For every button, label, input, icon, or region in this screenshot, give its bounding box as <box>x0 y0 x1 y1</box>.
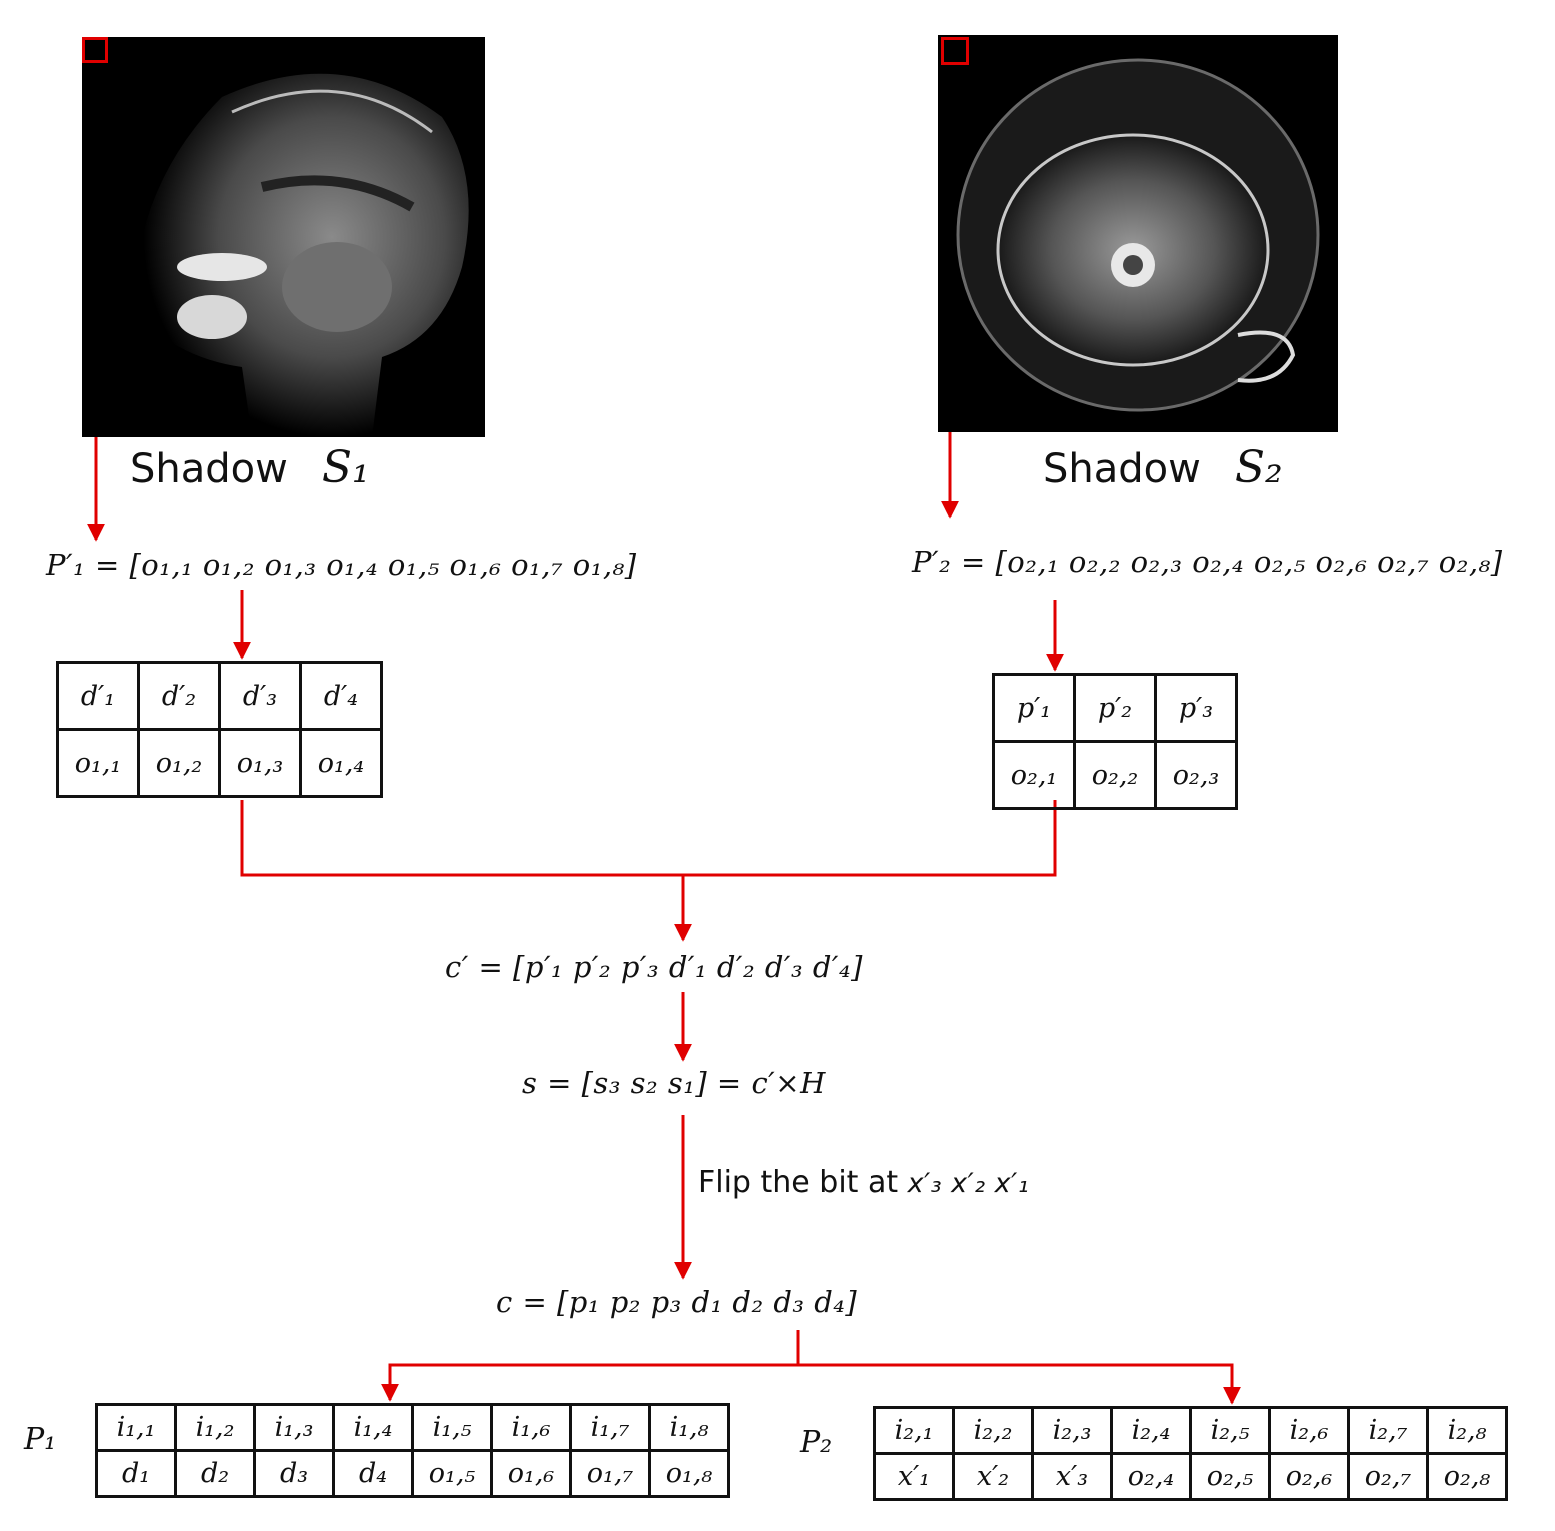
table-cell: i₂,₆ <box>1268 1406 1350 1455</box>
shadow1-image <box>82 37 485 437</box>
table-p-prime-top-row: p′₁ p′₂ p′₃ <box>992 673 1238 743</box>
table-cell: x′₁ <box>873 1452 955 1501</box>
flip-note: Flip the bit at x′₃ x′₂ x′₁ <box>698 1165 1029 1200</box>
table-cell: o₁,₂ <box>137 728 221 798</box>
shadow2-image <box>938 35 1338 432</box>
table-P2-top-row: i₂,₁ i₂,₂ i₂,₃ i₂,₄ i₂,₅ i₂,₆ i₂,₇ i₂,₈ <box>873 1406 1508 1455</box>
table-P2: i₂,₁ i₂,₂ i₂,₃ i₂,₄ i₂,₅ i₂,₆ i₂,₇ i₂,₈ … <box>873 1406 1508 1501</box>
table-P1: i₁,₁ i₁,₂ i₁,₃ i₁,₄ i₁,₅ i₁,₆ i₁,₇ i₁,₈ … <box>95 1403 730 1498</box>
table-cell: o₂,₁ <box>992 740 1076 810</box>
table-cell: i₂,₃ <box>1031 1406 1113 1455</box>
selection-box-s1 <box>82 37 108 63</box>
flip-note-text: Flip the bit at <box>698 1165 899 1200</box>
p1-label: P₁ <box>24 1422 57 1457</box>
split-line-right <box>798 1363 1241 1405</box>
p2-prime-equation: P′₂ = [o₂,₁ o₂,₂ o₂,₃ o₂,₄ o₂,₅ o₂,₆ o₂,… <box>912 545 1503 579</box>
table-cell: i₁,₁ <box>95 1403 177 1452</box>
table-cell: d′₂ <box>137 661 221 731</box>
table-cell: x′₃ <box>1031 1452 1113 1501</box>
table-d-prime-bottom-row: o₁,₁ o₁,₂ o₁,₃ o₁,₄ <box>56 728 383 798</box>
shadow2-caption: Shadow S₂ <box>1043 442 1283 493</box>
p2-label: P₂ <box>800 1425 833 1460</box>
table-cell: i₂,₄ <box>1110 1406 1192 1455</box>
table-cell: d₂ <box>174 1449 256 1498</box>
table-P1-bottom-row: d₁ d₂ d₃ d₄ o₁,₅ o₁,₆ o₁,₇ o₁,₈ <box>95 1449 730 1498</box>
table-P1-top-row: i₁,₁ i₁,₂ i₁,₃ i₁,₄ i₁,₅ i₁,₆ i₁,₇ i₁,₈ <box>95 1403 730 1452</box>
table-cell: o₂,₅ <box>1189 1452 1271 1501</box>
table-cell: d₄ <box>332 1449 414 1498</box>
table-cell: o₂,₄ <box>1110 1452 1192 1501</box>
table-cell: i₁,₆ <box>490 1403 572 1452</box>
table-cell: o₁,₁ <box>56 728 140 798</box>
table-d-prime: d′₁ d′₂ d′₃ d′₄ o₁,₁ o₁,₂ o₁,₃ o₁,₄ <box>56 661 383 798</box>
table-cell: o₂,₆ <box>1268 1452 1350 1501</box>
split-line <box>381 1330 800 1402</box>
table-cell: o₂,₈ <box>1426 1452 1508 1501</box>
syndrome-equation: s = [s₃ s₂ s₁] = c′×H <box>522 1066 826 1100</box>
c-prime-equation: c′ = [p′₁ p′₂ p′₃ d′₁ d′₂ d′₃ d′₄] <box>445 950 863 984</box>
codeword-equation: c = [p₁ p₂ p₃ d₁ d₂ d₃ d₄] <box>496 1285 858 1319</box>
table-cell: o₂,₃ <box>1154 740 1238 810</box>
table-cell: d′₄ <box>299 661 383 731</box>
table-cell: i₁,₈ <box>648 1403 730 1452</box>
shadow1-label: Shadow <box>130 446 288 492</box>
shadow2-symbol: S₂ <box>1234 442 1283 493</box>
table-cell: p′₃ <box>1154 673 1238 743</box>
table-cell: i₂,₇ <box>1347 1406 1429 1455</box>
table-cell: i₂,₂ <box>952 1406 1034 1455</box>
table-cell: p′₂ <box>1073 673 1157 743</box>
table-p-prime-bottom-row: o₂,₁ o₂,₂ o₂,₃ <box>992 740 1238 810</box>
table-cell: o₁,₄ <box>299 728 383 798</box>
table-cell: d′₁ <box>56 661 140 731</box>
table-cell: d₁ <box>95 1449 177 1498</box>
table-cell: o₁,₃ <box>218 728 302 798</box>
shadow2-label: Shadow <box>1043 446 1201 492</box>
table-cell: d₃ <box>253 1449 335 1498</box>
table-cell: i₁,₇ <box>569 1403 651 1452</box>
table-cell: x′₂ <box>952 1452 1034 1501</box>
table-cell: o₁,₆ <box>490 1449 572 1498</box>
table-d-prime-top-row: d′₁ d′₂ d′₃ d′₄ <box>56 661 383 731</box>
table-cell: o₂,₇ <box>1347 1452 1429 1501</box>
table-cell: o₁,₇ <box>569 1449 651 1498</box>
table-p-prime: p′₁ p′₂ p′₃ o₂,₁ o₂,₂ o₂,₃ <box>992 673 1238 810</box>
table-P2-bottom-row: x′₁ x′₂ x′₃ o₂,₄ o₂,₅ o₂,₆ o₂,₇ o₂,₈ <box>873 1452 1508 1501</box>
table-cell: o₂,₂ <box>1073 740 1157 810</box>
table-cell: i₂,₈ <box>1426 1406 1508 1455</box>
selection-box-s2 <box>941 37 969 65</box>
table-cell: i₁,₂ <box>174 1403 256 1452</box>
merge-line <box>240 800 1057 877</box>
table-cell: o₁,₈ <box>648 1449 730 1498</box>
table-cell: d′₃ <box>218 661 302 731</box>
table-cell: i₁,₅ <box>411 1403 493 1452</box>
flip-note-vars: x′₃ x′₂ x′₁ <box>907 1168 1030 1199</box>
shadow1-caption: Shadow S₁ <box>130 442 370 493</box>
table-cell: i₂,₅ <box>1189 1406 1271 1455</box>
shadow1-symbol: S₁ <box>321 442 370 493</box>
table-cell: i₂,₁ <box>873 1406 955 1455</box>
p1-prime-equation: P′₁ = [o₁,₁ o₁,₂ o₁,₃ o₁,₄ o₁,₅ o₁,₆ o₁,… <box>46 548 637 582</box>
table-cell: o₁,₅ <box>411 1449 493 1498</box>
table-cell: i₁,₃ <box>253 1403 335 1452</box>
table-cell: p′₁ <box>992 673 1076 743</box>
table-cell: i₁,₄ <box>332 1403 414 1452</box>
